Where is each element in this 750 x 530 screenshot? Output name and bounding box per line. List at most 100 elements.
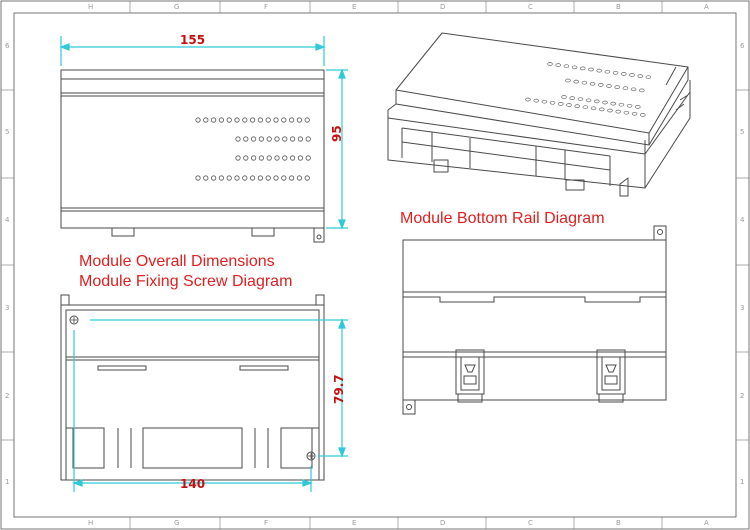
led-hole-iso [612,70,619,75]
led-hole [296,117,302,123]
led-hole-iso [569,96,575,100]
led-hole-iso [582,105,589,110]
led-hole [289,155,296,161]
led-hole-iso [563,64,570,69]
led-hole [281,175,287,181]
zone-letter: E [352,519,357,527]
zone-number: 4 [740,216,745,224]
front-view [60,69,325,243]
led-hole-iso [574,104,580,108]
led-hole [274,136,280,142]
zone-letter: G [174,519,180,527]
zone-number: 1 [5,478,10,486]
led-hole-iso [547,62,553,66]
led-hole [266,155,272,161]
zone-letter: E [352,3,357,11]
zone-letter: H [88,519,94,527]
led-hole-iso [599,107,605,112]
led-hole-iso [639,88,645,93]
led-hole-iso [561,95,567,99]
fixing-screw-title: Module Fixing Screw Diagram [79,273,293,290]
led-hole-iso [581,80,588,85]
led-hole [274,155,280,161]
led-hole [211,175,217,181]
led-hole-iso [618,102,625,107]
led-hole [282,136,288,142]
led-hole [257,175,263,181]
led-hole [297,155,303,161]
rail-clip-left [455,349,485,403]
led-hole [203,117,209,123]
led-hole [265,175,271,181]
led-hole-iso [590,106,597,111]
led-hole-iso [566,103,572,107]
led-hole-iso [588,67,594,72]
led-hole-iso [533,98,539,103]
led-hole [242,117,248,123]
led-hole-iso [596,68,602,73]
zone-number: 4 [5,216,10,224]
led-hole [305,155,311,161]
zone-letter: C [528,3,533,11]
led-hole-iso [640,113,646,117]
led-hole-iso [577,97,584,102]
zone-number: 5 [5,128,10,136]
dimension-width-top [59,36,326,66]
zone-number: 5 [740,128,745,136]
zone-number: 6 [5,42,10,50]
led-hole-iso [589,81,596,86]
led-hole-iso [602,100,608,105]
led-hole [251,155,257,161]
led-hole [288,117,295,123]
led-hole-iso [604,69,611,74]
led-hole-iso [573,79,579,84]
led-hole [234,175,240,181]
led-hole [258,155,264,161]
led-hole-iso [594,99,600,104]
overall-dimensions-title: Module Overall Dimensions [79,253,275,270]
led-hole-iso [571,65,578,70]
led-hole-iso [622,86,629,91]
zone-letter: F [264,519,269,527]
zone-letter: G [174,3,180,11]
led-hole [304,117,310,123]
zone-letter: B [616,3,621,11]
led-hole [195,175,201,181]
led-hole [257,117,263,123]
zone-letter: D [440,3,446,11]
screw-view [60,294,325,481]
led-grid-iso [525,62,652,117]
led-hole [289,136,296,142]
led-hole-iso [525,97,531,102]
zone-letter: B [616,519,621,527]
dimension-width-screw [72,330,313,492]
led-hole [243,136,249,142]
led-hole [203,175,209,181]
led-hole [288,175,295,181]
led-hole-iso [555,63,561,67]
dimension-label-height-screw: 79.7 [332,374,346,404]
led-hole [218,175,224,181]
led-hole [211,117,217,123]
led-hole-iso [541,99,548,104]
led-hole [297,136,303,142]
led-grid-front [195,117,311,181]
led-hole-iso [598,83,604,87]
led-hole-iso [610,101,616,106]
zone-number: 3 [5,304,10,312]
led-hole [250,117,256,123]
led-hole [226,117,232,123]
led-hole [273,117,279,123]
led-hole [242,175,248,181]
dimension-height-screw [90,318,348,458]
led-hole-iso [585,98,592,103]
led-hole-iso [615,109,621,114]
led-hole-iso [558,102,564,106]
isometric-view [387,32,691,197]
led-hole-iso [631,111,638,116]
led-hole-iso [637,74,643,78]
dimension-label-height-top: 95 [330,125,344,142]
